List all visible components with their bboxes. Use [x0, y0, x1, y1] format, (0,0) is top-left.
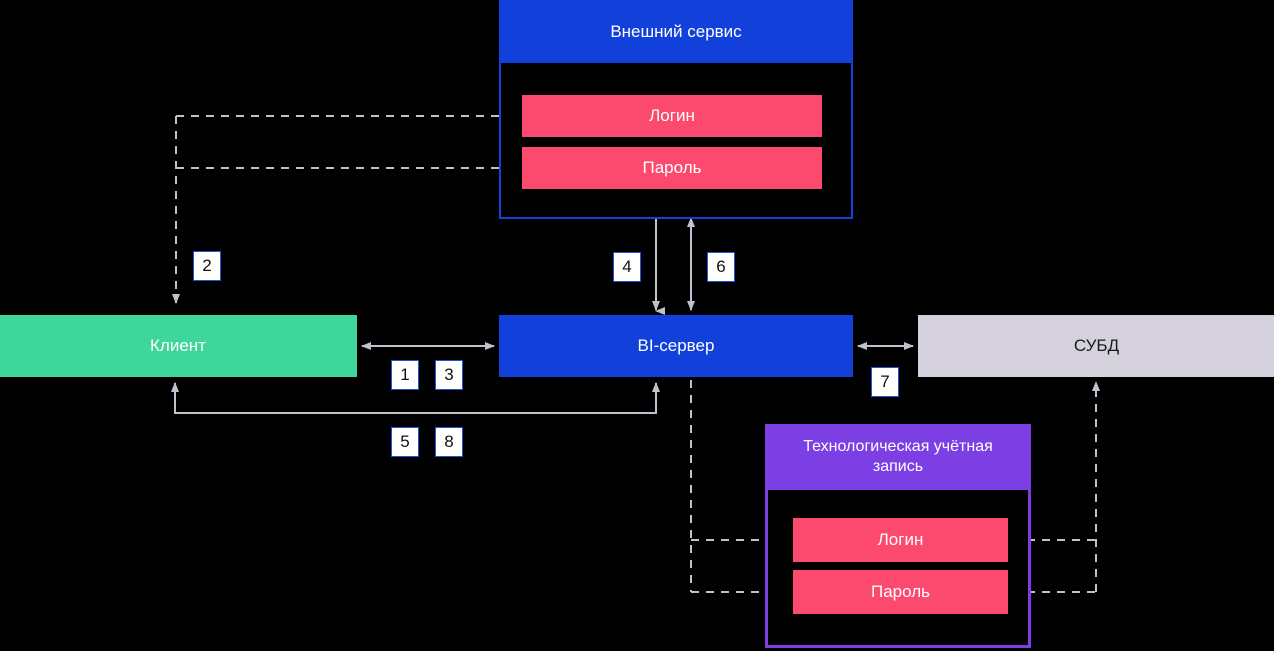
external-service-title: Внешний сервис: [499, 0, 853, 63]
step-marker-3: 3: [435, 360, 463, 390]
node-dbms[interactable]: СУБД: [918, 315, 1274, 377]
step-marker-4: 4: [613, 252, 641, 282]
step-marker-8: 8: [435, 427, 463, 457]
step-marker-5: 5: [391, 427, 419, 457]
tech-account-body: [765, 490, 1031, 648]
step-marker-7: 7: [871, 367, 899, 397]
external-service-login-field[interactable]: Логин: [522, 95, 822, 137]
tech-account-login-field[interactable]: Логин: [793, 518, 1008, 562]
external-service-body: [499, 63, 853, 219]
step-marker-2: 2: [193, 251, 221, 281]
tech-account-title: Технологическая учётная запись: [765, 424, 1031, 490]
node-bi-server[interactable]: BI-сервер: [499, 315, 853, 377]
step-marker-6: 6: [707, 252, 735, 282]
node-client[interactable]: Клиент: [0, 315, 357, 377]
external-service-password-field[interactable]: Пароль: [522, 147, 822, 189]
tech-account-password-field[interactable]: Пароль: [793, 570, 1008, 614]
step-marker-1: 1: [391, 360, 419, 390]
